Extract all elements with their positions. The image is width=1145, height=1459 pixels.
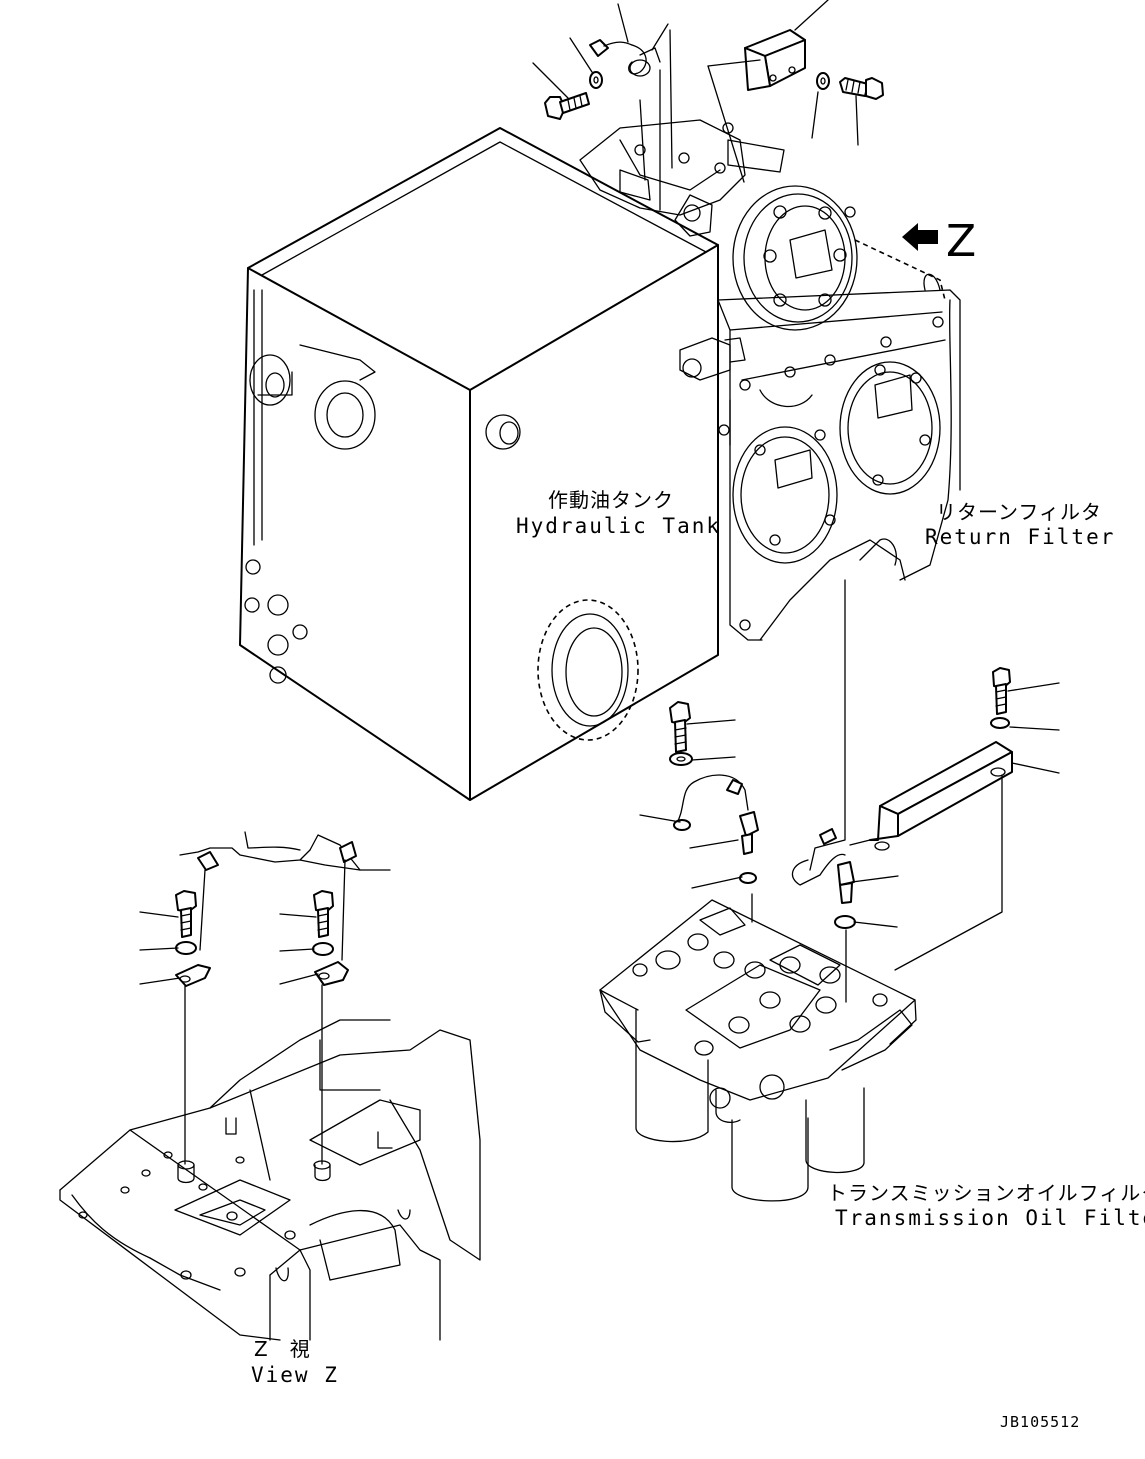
hydraulic-tank-label-en: Hydraulic Tank [516, 514, 721, 538]
hydraulic-tank-label-jp: 作動油タンク [548, 488, 674, 512]
transmission-filter-fasteners [639, 579, 1060, 1003]
hydraulic-tank [239, 127, 719, 801]
view-z-frame [59, 1019, 481, 1341]
transmission-filter-label-en: Transmission Oil Filter [835, 1206, 1145, 1230]
return-filter-assembly [717, 289, 961, 641]
transmission-oil-filter-assembly [599, 899, 917, 1202]
view-z-harness [139, 831, 391, 1165]
view-z-label-en: View Z [251, 1363, 339, 1387]
view-arrow-letter: Z [946, 216, 976, 267]
top-fastener-group [532, 0, 938, 251]
view-z-label-jp: Z 視 [254, 1337, 311, 1361]
return-filter-label-jp: リターンフィルタ [936, 500, 1102, 524]
pump-assembly [579, 119, 946, 381]
transmission-filter-label-jp: トランスミッションオイルフィルタ [827, 1181, 1145, 1205]
return-filter-label-en: Return Filter [925, 525, 1115, 549]
drawing-code: JB105512 [1000, 1413, 1080, 1431]
